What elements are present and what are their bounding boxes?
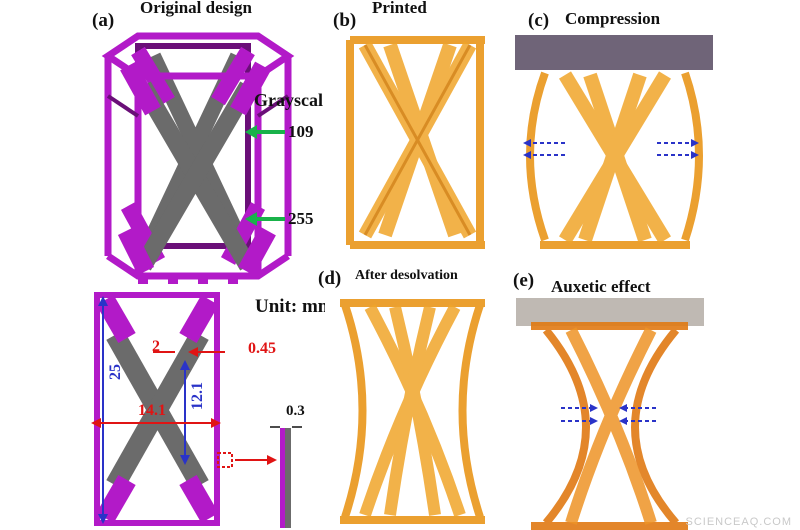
printed-photo [330,30,500,260]
panel-a-label: (a) [92,10,115,31]
panel-e-title: Auxetic effect [551,277,651,296]
unit-label: Unit: mm [255,296,334,317]
panel-d-title: After desolvation [355,268,458,283]
panel-a-title: Original design [140,0,252,17]
panel-b-title: Printed [372,0,427,17]
grayscale-title: Grayscal [254,90,323,110]
dim-141-label: 14.1 [138,402,166,419]
panel-b-label: (b) [333,10,357,31]
compression-photo [515,35,713,260]
watermark: SCIENCEAQ.COM [685,516,792,528]
grayscale-value-255: 255 [288,209,314,228]
green-arrow-bottom-icon [245,212,285,226]
after-desolvation-photo [325,295,500,527]
dim-045-label: 0.45 [248,340,276,357]
panel-d-label: (d) [318,268,342,289]
dim-121-label: 12.1 [189,382,206,410]
auxetic-effect-photo [516,298,704,530]
panel-c-title: Compression [565,9,661,28]
panel-e-label: (e) [513,270,535,291]
dim-2-label: 2 [152,338,160,355]
grayscale-value-109: 109 [288,122,314,141]
dim-03-label: 0.3 [286,403,305,419]
dimension-drawing [91,292,302,528]
panel-c-label: (c) [528,10,550,31]
dim-25-label: 25 [107,364,124,380]
original-design-render [101,32,295,284]
green-arrow-top-icon [245,125,285,139]
